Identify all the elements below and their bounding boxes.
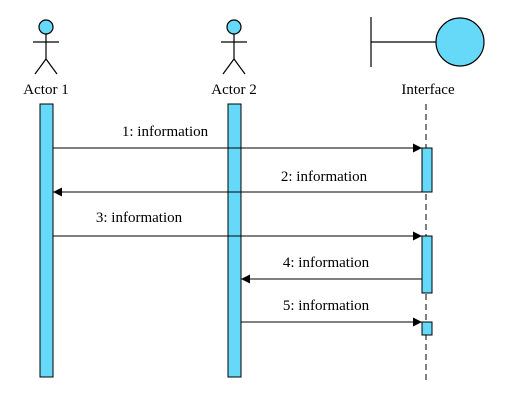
actor-2-label: Actor 2 xyxy=(211,82,256,98)
message-4-label: 4: information xyxy=(283,255,370,271)
actor-2-activation-bar[interactable] xyxy=(227,103,242,378)
boundary-icon xyxy=(370,17,485,67)
interface-boundary[interactable]: Interface xyxy=(370,17,485,98)
message-5[interactable]: 5: information xyxy=(241,298,422,327)
message-2[interactable]: 2: information xyxy=(53,169,422,197)
message-3-label: 3: information xyxy=(96,210,183,226)
message-1[interactable]: 1: information xyxy=(53,124,422,153)
actor-2-stick-figure-icon xyxy=(221,19,247,75)
message-4[interactable]: 4: information xyxy=(241,255,422,284)
actor-2[interactable]: Actor 2 xyxy=(211,19,257,98)
interface-activation-3[interactable] xyxy=(421,321,433,336)
actor-1-label: Actor 1 xyxy=(23,82,68,98)
message-2-label: 2: information xyxy=(281,169,368,185)
actor-1[interactable]: Actor 1 xyxy=(23,19,69,98)
actor-1-activation-bar[interactable] xyxy=(39,103,54,378)
interface-label: Interface xyxy=(401,82,455,98)
interface-activation-1[interactable] xyxy=(421,147,433,193)
message-3[interactable]: 3: information xyxy=(53,210,422,241)
message-1-label: 1: information xyxy=(122,124,209,140)
interface-activation-2[interactable] xyxy=(421,235,433,294)
actor-1-stick-figure-icon xyxy=(33,19,59,75)
message-5-label: 5: information xyxy=(283,298,370,314)
